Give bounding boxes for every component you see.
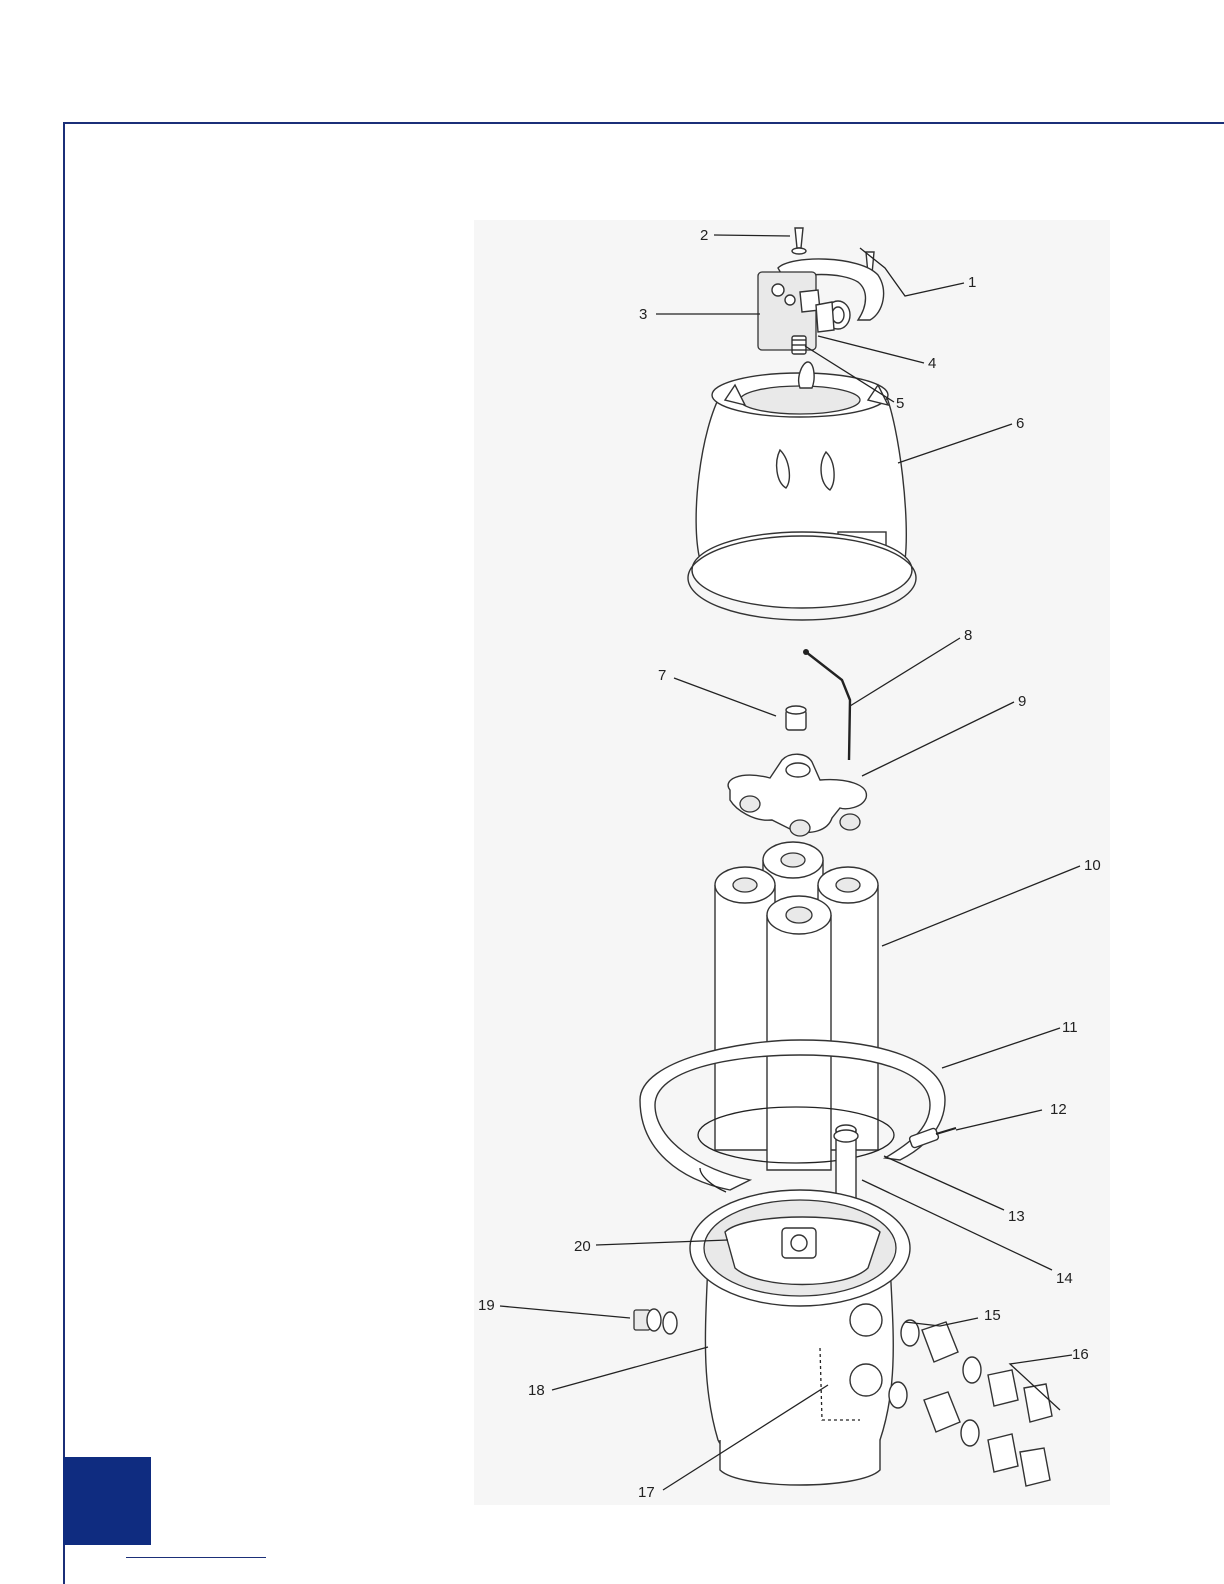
union-fittings-part-15-16 [889,1320,1052,1486]
callout-9: 9 [1018,693,1026,710]
callout-1: 1 [968,274,976,291]
tank-lid-part-6 [688,362,916,620]
callout-5: 5 [896,395,904,412]
callout-8: 8 [964,627,972,644]
callout-13: 13 [1008,1208,1025,1225]
air-tube-part-8 [803,649,850,760]
star-manifold-part-9 [728,754,866,836]
callout-16: 16 [1072,1346,1089,1363]
top-valve-assembly [758,228,884,354]
callout-15: 15 [984,1307,1001,1324]
callout-14: 14 [1056,1270,1073,1287]
tank-base-part-18 [690,1190,910,1485]
callout-10: 10 [1084,857,1101,874]
callout-12: 12 [1050,1101,1067,1118]
callout-4: 4 [928,355,936,372]
callout-7: 7 [658,667,666,684]
callout-6: 6 [1016,415,1024,432]
screw-part-2 [795,228,803,248]
callout-3: 3 [639,306,647,323]
callout-18: 18 [528,1382,545,1399]
callout-19: 19 [478,1297,495,1314]
callout-17: 17 [638,1484,655,1501]
cap-part-7 [786,706,806,730]
filter-cartridges-part-10 [715,842,878,1170]
clamp-screw-part-12 [909,1128,956,1149]
drain-plug-part-19 [634,1309,677,1334]
callout-20: 20 [574,1238,591,1255]
callout-11: 11 [1062,1019,1078,1036]
callout-2: 2 [700,227,708,244]
